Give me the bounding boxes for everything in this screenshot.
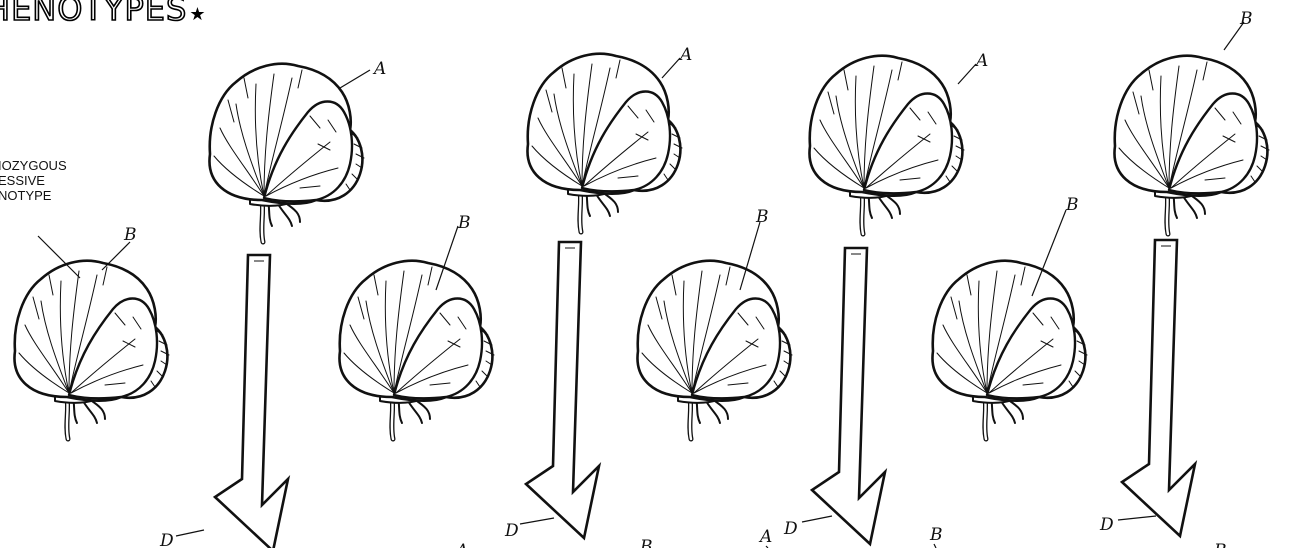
- arrow-4: [1122, 240, 1195, 536]
- label-d-arrow-3: D: [783, 519, 798, 539]
- label-a-flower-4: A: [678, 45, 692, 65]
- label-b-flower-8: B: [1239, 9, 1253, 29]
- flower-2: [14, 261, 169, 439]
- label-b-bottom-3: B: [1213, 541, 1227, 548]
- flower-3: [339, 261, 494, 439]
- flower-5: [637, 261, 792, 439]
- flower-7: [932, 261, 1087, 439]
- label-b-flower-5: B: [755, 207, 769, 227]
- label-a-flower-1: A: [372, 59, 386, 79]
- arrow-1: [215, 255, 288, 548]
- label-b-flower-3: B: [457, 213, 471, 233]
- flower-6: [809, 56, 964, 234]
- label-b-flower-2: B: [123, 225, 137, 245]
- arrow-2: [526, 242, 599, 538]
- arrow-3: [812, 248, 885, 544]
- label-d-arrow-4: D: [1099, 515, 1114, 535]
- flower-1: [209, 64, 364, 242]
- label-a-bottom-2: A: [758, 527, 772, 547]
- flower-8: [1114, 56, 1269, 234]
- label-b-bottom-1: B: [639, 537, 653, 548]
- label-b-flower-7: B: [1065, 195, 1079, 215]
- label-a-bottom-1: A: [454, 541, 468, 548]
- label-d-arrow-2: D: [504, 521, 519, 541]
- label-b-bottom-2: B: [929, 525, 943, 545]
- label-a-flower-6: A: [974, 51, 988, 71]
- label-d-arrow-1: D: [159, 531, 174, 548]
- flower-4: [527, 54, 682, 232]
